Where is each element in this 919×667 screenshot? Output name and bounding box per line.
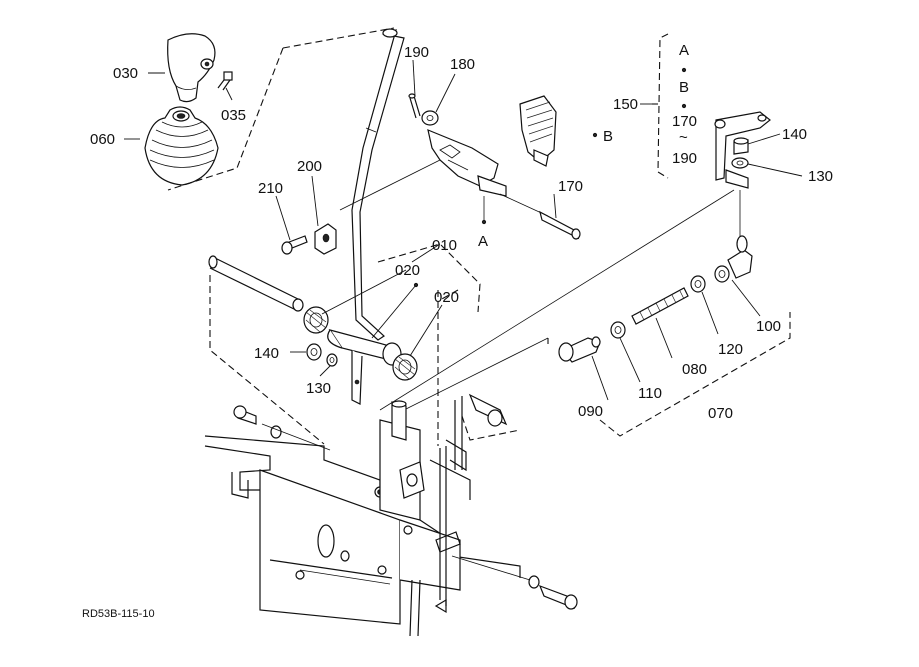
bracket-200 [314, 223, 337, 255]
label-150: 150 [613, 96, 638, 113]
label-140-right: 140 [782, 126, 807, 143]
label-070: 070 [708, 405, 733, 422]
label-130-right: 130 [808, 168, 833, 185]
shift-lever-010 [351, 28, 405, 341]
label-180: 180 [450, 56, 475, 73]
rod-080 [631, 287, 689, 325]
shift-arm [714, 111, 771, 189]
group-150-line-tilde: ~ [679, 129, 688, 146]
label-140-left: 140 [254, 345, 279, 362]
label-090: 090 [578, 403, 603, 420]
label-020-upper: 020 [395, 262, 420, 279]
rod-end-100 [714, 235, 753, 283]
bolt-base-left [233, 405, 331, 451]
screw-035 [217, 71, 233, 91]
group-150-line-B: B [679, 79, 689, 96]
label-100: 100 [756, 318, 781, 335]
rod-end-090 [558, 336, 601, 363]
label-120: 120 [718, 341, 743, 358]
pin-170 [539, 210, 581, 240]
label-170: 170 [558, 178, 583, 195]
drawing-reference: RD53B-115-10 [82, 608, 155, 620]
bolt-210 [281, 235, 308, 255]
label-060: 060 [90, 131, 115, 148]
mounting-base [204, 393, 521, 637]
label-020-lower: 020 [434, 289, 459, 306]
pivot-shaft [208, 255, 304, 312]
label-B: B [603, 128, 613, 145]
pin-190 [408, 93, 421, 119]
lock-plate [519, 95, 557, 167]
nut-140-left [306, 343, 322, 361]
group-150-line-A: A [679, 42, 689, 59]
knob-030 [167, 33, 216, 103]
label-200: 200 [297, 158, 322, 175]
label-080: 080 [682, 361, 707, 378]
washer-180 [421, 110, 439, 126]
washer-130-left [326, 353, 338, 367]
lever-pivot-tube [327, 329, 402, 405]
washer-130-right [731, 157, 749, 169]
nut-140-right [733, 137, 749, 155]
label-210: 210 [258, 180, 283, 197]
nut-120 [690, 275, 706, 293]
nut-110 [610, 321, 626, 339]
detent-plate [427, 129, 507, 197]
boot-060 [144, 106, 219, 186]
label-130-left: 130 [306, 380, 331, 397]
label-A: A [478, 233, 488, 250]
group-150-line-190: 190 [672, 150, 697, 167]
bolt-base-right [451, 555, 578, 610]
label-010: 010 [432, 237, 457, 254]
label-030: 030 [113, 65, 138, 82]
bushing-020-left [303, 306, 329, 334]
label-110: 110 [638, 385, 662, 402]
label-035: 035 [221, 107, 246, 124]
bushing-020-right [392, 353, 418, 381]
label-190: 190 [404, 44, 429, 61]
group-150-line-170: 170 [672, 113, 697, 130]
